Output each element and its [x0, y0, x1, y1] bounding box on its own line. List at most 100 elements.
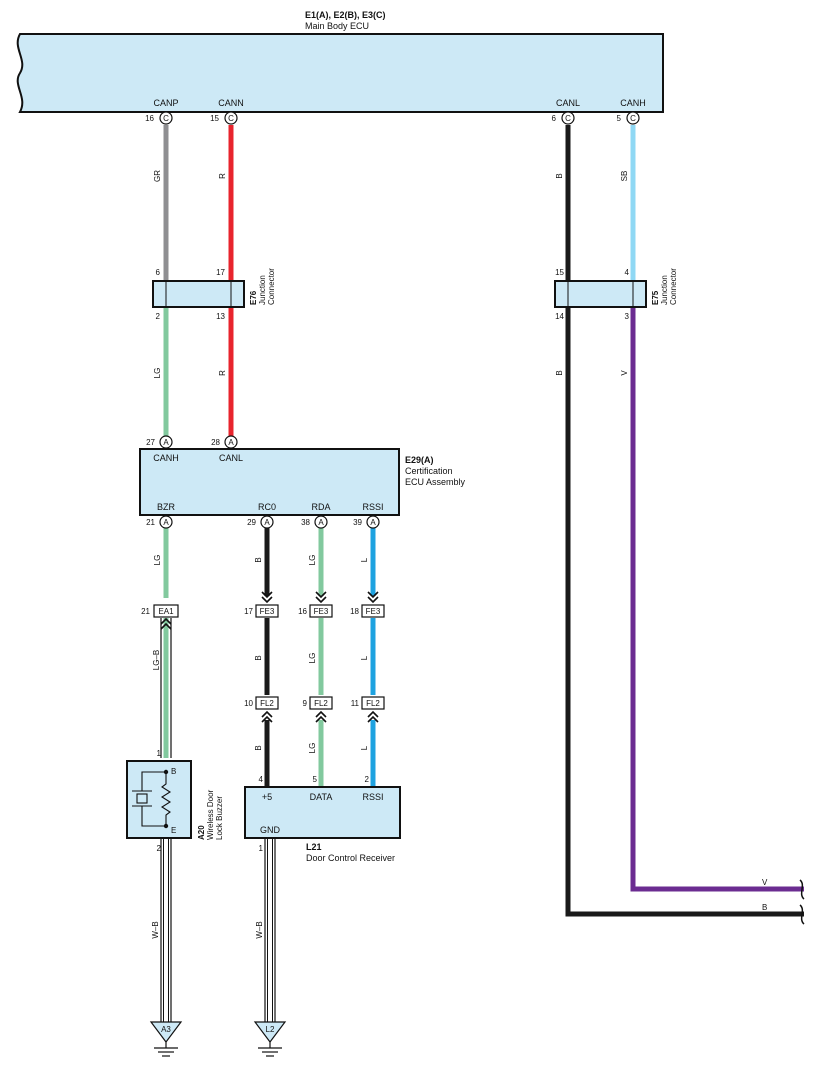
svg-text:2: 2 — [365, 775, 370, 784]
svg-text:L2: L2 — [266, 1025, 275, 1034]
svg-text:15: 15 — [210, 114, 219, 123]
svg-text:E: E — [171, 826, 176, 835]
svg-text:E76: E76 — [249, 290, 258, 305]
break-mark-v — [799, 879, 805, 900]
wire-label: L — [360, 655, 369, 660]
cert-ecu-id: E29(A) — [405, 455, 434, 465]
svg-text:10: 10 — [244, 699, 253, 708]
svg-text:FL2: FL2 — [366, 699, 380, 708]
svg-text:16: 16 — [145, 114, 154, 123]
wire-label: L — [360, 557, 369, 562]
wire-label: GR — [153, 170, 162, 182]
fe3-connector: 18 FE3 — [350, 604, 385, 618]
svg-text:EA1: EA1 — [158, 607, 174, 616]
svg-text:RSSI: RSSI — [362, 792, 383, 802]
svg-text:Lock Buzzer: Lock Buzzer — [215, 796, 224, 840]
svg-text:6: 6 — [156, 268, 161, 277]
cert-ecu-pin: 38 A — [301, 515, 328, 529]
svg-text:5: 5 — [313, 775, 318, 784]
svg-text:A: A — [264, 518, 270, 527]
svg-text:FL2: FL2 — [314, 699, 328, 708]
svg-text:28: 28 — [211, 438, 220, 447]
fl2-connector: 9 FL2 — [303, 696, 333, 710]
svg-text:GND: GND — [260, 825, 281, 835]
main-ecu-subtitle: Main Body ECU — [305, 21, 369, 31]
main-body-ecu-box — [16, 33, 664, 113]
svg-text:C: C — [163, 114, 169, 123]
main-ecu-pin: 16 C — [145, 111, 173, 125]
resistor-symbol — [160, 772, 172, 826]
svg-text:A20: A20 — [197, 825, 206, 840]
fl2-connector: 10 FL2 — [244, 696, 279, 710]
wire-l21-gnd-wb — [264, 838, 276, 1022]
break-mark-b — [799, 904, 805, 925]
svg-text:FE3: FE3 — [366, 607, 381, 616]
wire-label: R — [218, 173, 227, 179]
svg-text:A: A — [370, 518, 376, 527]
svg-text:27: 27 — [146, 438, 155, 447]
svg-text:+5: +5 — [262, 792, 272, 802]
main-ecu-pin: 6 C — [552, 111, 575, 125]
svg-text:29: 29 — [247, 518, 256, 527]
wire-label: B — [762, 903, 767, 912]
svg-text:C: C — [228, 114, 234, 123]
wire-label: LG — [308, 743, 317, 754]
fe3-connector: 17 FE3 — [244, 604, 279, 618]
wire-label: LG — [308, 653, 317, 664]
svg-text:18: 18 — [350, 607, 359, 616]
svg-text:B: B — [171, 767, 176, 776]
svg-text:11: 11 — [351, 699, 360, 708]
cert-ecu-pin-name: CANH — [153, 453, 179, 463]
svg-text:16: 16 — [298, 607, 307, 616]
cert-ecu-pin: 29 A — [247, 515, 274, 529]
svg-text:A: A — [163, 518, 169, 527]
svg-text:A: A — [228, 438, 234, 447]
cert-ecu-pin-name: RDA — [311, 502, 330, 512]
svg-text:15: 15 — [555, 268, 564, 277]
wire-label: LG–B — [152, 650, 161, 670]
wire-label: W–B — [255, 921, 264, 938]
svg-text:Wireless Door: Wireless Door — [206, 789, 215, 840]
cert-ecu-pin-name: CANL — [219, 453, 243, 463]
ground-symbol-l2: L2 — [253, 1021, 287, 1057]
wire-e75-v — [630, 308, 804, 892]
svg-text:Connector: Connector — [267, 268, 276, 305]
svg-text:6: 6 — [552, 114, 557, 123]
wire-label: V — [620, 370, 629, 376]
svg-text:3: 3 — [625, 312, 630, 321]
svg-text:1: 1 — [157, 749, 162, 758]
wire-label: LG — [308, 555, 317, 566]
svg-text:38: 38 — [301, 518, 310, 527]
wire-label: W–B — [151, 921, 160, 938]
svg-text:A: A — [318, 518, 324, 527]
main-ecu-pin: 15 C — [210, 111, 238, 125]
cert-ecu-name: Certification — [405, 466, 453, 476]
cert-ecu-name: ECU Assembly — [405, 477, 466, 487]
svg-text:Door Control Receiver: Door Control Receiver — [306, 853, 395, 863]
svg-text:Connector: Connector — [669, 268, 678, 305]
svg-text:FE3: FE3 — [260, 607, 275, 616]
wire-label: LG — [153, 555, 162, 566]
svg-text:DATA: DATA — [310, 792, 333, 802]
wireless-door-lock-buzzer: 1 2 B E A20 Wireless Door Lock Buzzer — [126, 749, 224, 853]
cert-ecu-pin-name: RSSI — [362, 502, 383, 512]
wire-label: B — [254, 745, 263, 750]
svg-text:2: 2 — [156, 312, 161, 321]
svg-text:C: C — [565, 114, 571, 123]
svg-text:2: 2 — [157, 844, 162, 853]
svg-text:21: 21 — [141, 607, 150, 616]
svg-text:39: 39 — [353, 518, 362, 527]
e75-junction-connector: 15 4 14 3 E75 Junction Connector — [554, 268, 678, 321]
main-ecu-pin-name: CANP — [153, 98, 178, 108]
fe3-connector: 16 FE3 — [298, 604, 333, 618]
svg-text:13: 13 — [216, 312, 225, 321]
main-ecu-pin-name: CANH — [620, 98, 646, 108]
svg-text:A: A — [163, 438, 169, 447]
wire-label: SB — [620, 171, 629, 182]
wire-e75-b — [565, 308, 804, 917]
ea1-connector: 21 EA1 — [141, 604, 179, 618]
cert-ecu-pin: 21 A — [146, 515, 173, 529]
wire-label: R — [218, 370, 227, 376]
cert-ecu-pin-name: BZR — [157, 502, 176, 512]
